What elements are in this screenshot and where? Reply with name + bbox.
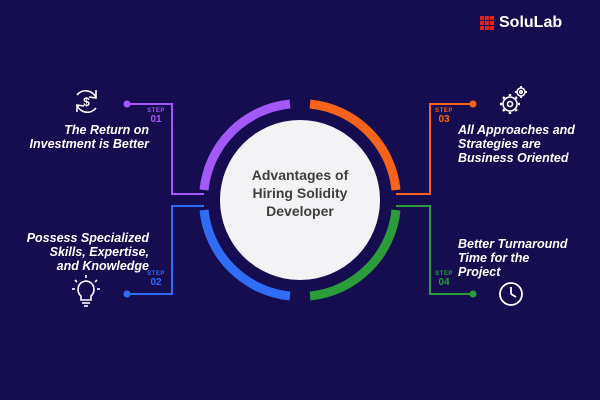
step-word: STEP — [435, 108, 453, 114]
step-tag-04: STEP 04 — [431, 271, 457, 288]
step-word: STEP — [147, 271, 165, 277]
svg-text:$: $ — [83, 95, 90, 109]
step-tag-03: STEP 03 — [431, 108, 457, 125]
connector-step-04 — [396, 205, 472, 295]
connector-step-01 — [128, 103, 204, 195]
arc-step-04 — [309, 209, 401, 301]
step-04-label: Better Turnaround Time for the Project — [458, 237, 568, 279]
clock-icon — [499, 282, 523, 306]
dollar-refresh-icon: $ — [76, 89, 97, 114]
connector-step-03 — [396, 103, 472, 195]
center-title: Advantages of Hiring Solidity Developer — [251, 167, 349, 219]
connector-step-02 — [128, 205, 204, 295]
logo-mark-icon — [480, 16, 494, 30]
step-number: 04 — [438, 277, 450, 288]
step-01-label: The Return on Investment is Better — [29, 123, 149, 151]
step-number: 01 — [150, 114, 162, 125]
step-02-label: Possess Specialized Skills, Expertise, a… — [26, 231, 149, 273]
step-word: STEP — [147, 108, 165, 114]
dot-step-03 — [469, 100, 477, 108]
center-circle — [220, 120, 380, 280]
dot-step-01 — [123, 100, 131, 108]
brand-logo: SoluLab — [480, 14, 562, 32]
arc-step-02 — [199, 209, 291, 301]
gears-icon — [500, 86, 527, 114]
arc-step-01 — [199, 99, 291, 191]
dot-step-04 — [469, 290, 477, 298]
brand-name: SoluLab — [499, 14, 563, 31]
dot-step-02 — [123, 290, 131, 298]
step-03-label: All Approaches and Strategies are Busine… — [458, 123, 575, 165]
step-number: 03 — [438, 114, 450, 125]
step-word: STEP — [435, 271, 453, 277]
step-tag-02: STEP 02 — [143, 271, 169, 288]
step-tag-01: STEP 01 — [143, 108, 169, 125]
arc-step-03 — [309, 99, 401, 191]
lightbulb-icon — [72, 275, 100, 307]
step-number: 02 — [150, 277, 162, 288]
